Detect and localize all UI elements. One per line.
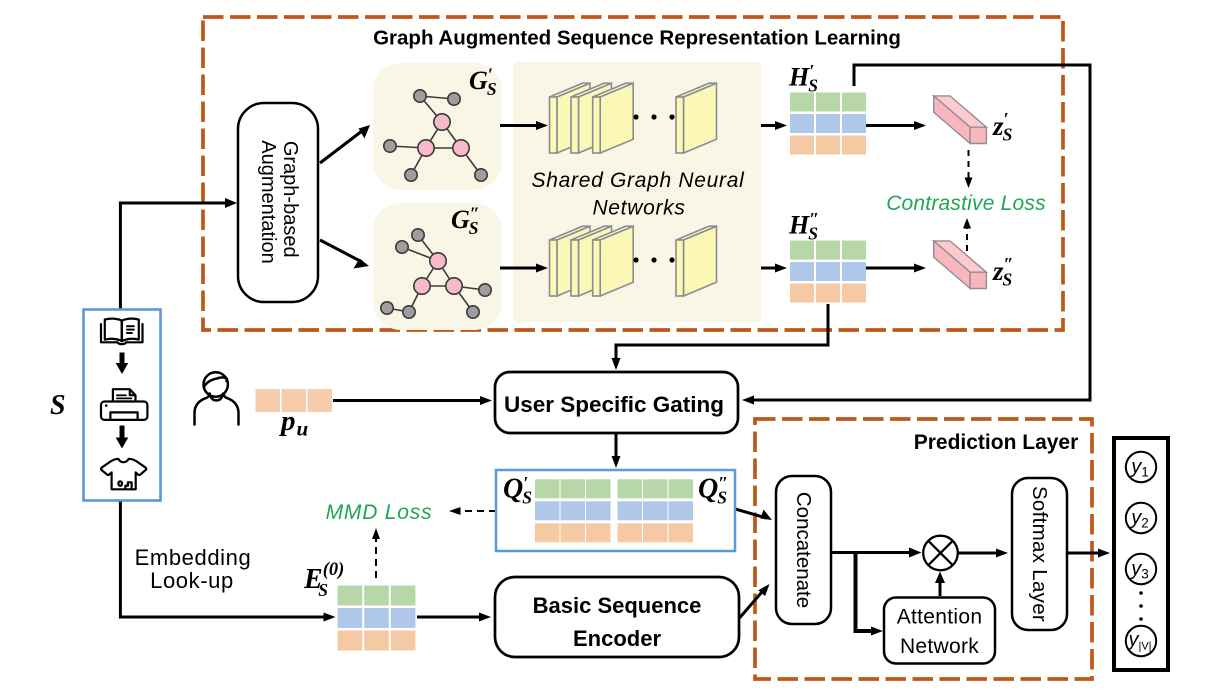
svg-text:MMD Loss: MMD Loss	[326, 501, 433, 524]
svg-text:H″S: H″S	[788, 209, 819, 244]
svg-text:Graph Augmented Sequence Repre: Graph Augmented Sequence Representation …	[373, 27, 901, 50]
svg-text:Attention: Attention	[897, 606, 983, 629]
svg-text:Basic Sequence: Basic Sequence	[533, 593, 702, 618]
svg-text:Networks: Networks	[592, 197, 685, 220]
svg-text:Network: Network	[900, 635, 979, 658]
svg-text:Look-up: Look-up	[150, 568, 234, 593]
svg-text:User Specific Gating: User Specific Gating	[504, 392, 724, 417]
svg-text:Q″S: Q″S	[698, 473, 728, 508]
svg-text:z″S: z″S	[992, 254, 1013, 290]
svg-text:Shared Graph Neural: Shared Graph Neural	[532, 169, 746, 192]
svg-text:Graph-based Augmentation: Graph-based Augmentation	[257, 140, 301, 263]
svg-text:G′S: G′S	[469, 65, 497, 100]
svg-text:Q′S: Q′S	[503, 473, 532, 508]
svg-text:Softmax Layer: Softmax Layer	[1028, 486, 1051, 622]
svg-text:Embedding: Embedding	[135, 545, 252, 570]
svg-text:Prediction Layer: Prediction Layer	[914, 431, 1079, 454]
svg-text:z′S: z′S	[992, 109, 1012, 145]
svg-text:Encoder: Encoder	[573, 626, 661, 651]
svg-text:G″S: G″S	[451, 204, 480, 239]
svg-text:H′S: H′S	[788, 61, 818, 96]
svg-text:Concatenate: Concatenate	[792, 492, 815, 608]
svg-text:S: S	[50, 390, 66, 421]
svg-text:Contrastive Loss: Contrastive Loss	[886, 192, 1046, 215]
